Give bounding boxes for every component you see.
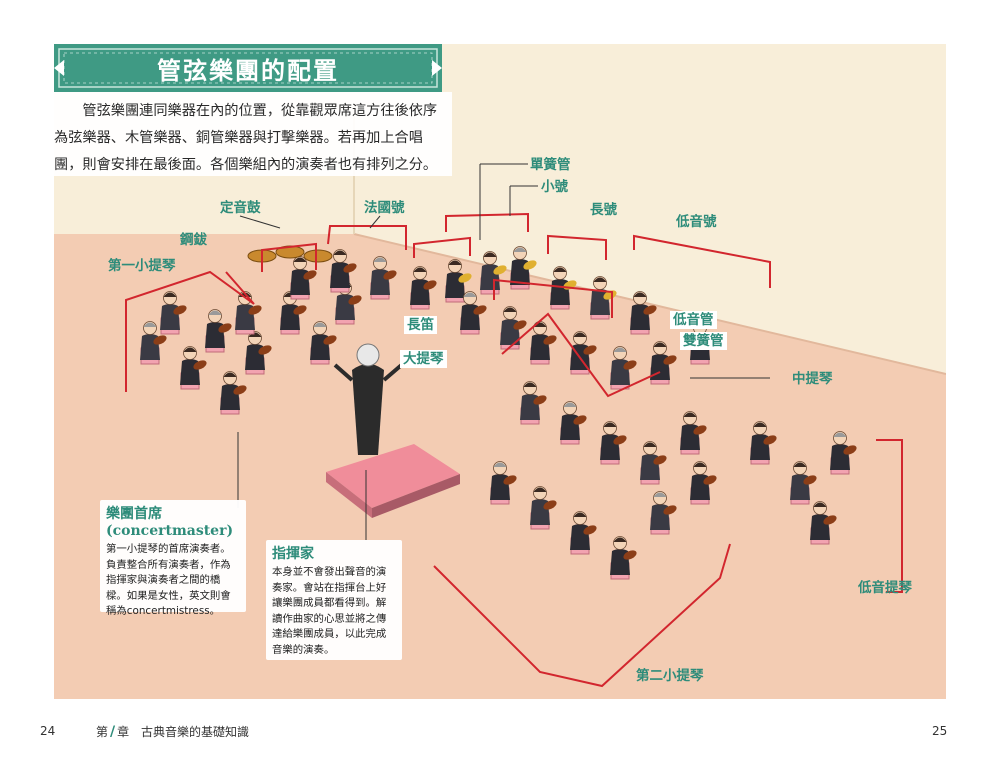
label-double-bass: 低音提琴 — [858, 580, 912, 596]
label-flute: 長笛 — [404, 316, 437, 334]
concertmaster-title: 樂團首席 — [106, 506, 162, 522]
musician-figure — [245, 331, 272, 375]
bracket-tuba — [633, 234, 771, 288]
musician-figure — [160, 291, 187, 335]
label-trumpet: 小號 — [541, 179, 568, 195]
musician-figure — [510, 246, 537, 290]
bracket-woodwind-back — [413, 236, 471, 258]
concertmaster-subtitle: (concertmaster) — [106, 523, 234, 539]
left-page-number: 24 — [40, 724, 56, 738]
musician-figure — [680, 411, 707, 455]
musician-figure — [560, 401, 587, 445]
musician-figure — [280, 291, 307, 335]
label-horn: 法國號 — [364, 200, 405, 216]
musician-figure — [610, 536, 637, 580]
label-first-violin: 第一小提琴 — [108, 258, 176, 274]
musician-figure — [610, 346, 637, 390]
musician-figure — [180, 346, 207, 390]
bracket-trombone — [547, 234, 607, 260]
bracket-second-violin — [433, 543, 731, 688]
concertmaster-note: 樂團首席 (concertmaster) 第一小提琴的首席演奏者。負責整合所有演… — [100, 500, 246, 617]
musician-figure — [310, 321, 337, 365]
musician-figure — [590, 276, 617, 320]
bracket-double-bass — [876, 439, 903, 593]
musician-figure — [500, 306, 527, 350]
intro-paragraph: 管弦樂團連同樂器在內的位置，從靠觀眾席這方往後依序為弦樂器、木管樂器、銅管樂器與… — [54, 94, 444, 179]
musician-figure — [220, 371, 247, 415]
bracket-viola — [501, 312, 661, 398]
bracket-trumpet — [445, 212, 529, 232]
musician-figure — [520, 381, 547, 425]
musician-figure — [690, 461, 717, 505]
label-second-violin: 第二小提琴 — [636, 668, 704, 684]
musician-figure — [445, 259, 472, 303]
podium — [326, 444, 460, 508]
label-bassoon: 低音管 — [670, 311, 717, 329]
concertmaster-body: 第一小提琴的首席演奏者。負責整合所有演奏者，作為指揮家與演奏者之間的橋樑。如果是… — [106, 543, 231, 617]
intro-background — [54, 92, 452, 176]
conductor-title: 指揮家 — [272, 546, 314, 562]
right-page-number: 25 — [932, 724, 948, 738]
bracket-flute-oboe — [493, 278, 613, 318]
musician-figure — [290, 256, 317, 300]
conductor-body: 本身並不會發出聲音的演奏家。會站在指揮台上好讓樂團成員都看得到。解讀作曲家的心思… — [272, 566, 387, 656]
intro-text: 管弦樂團連同樂器在內的位置，從靠觀眾席這方往後依序為弦樂器、木管樂器、銅管樂器與… — [54, 103, 438, 173]
bracket-horn — [327, 225, 407, 250]
chapter-slash: / — [110, 724, 116, 740]
chapter-title: 古典音樂的基礎知識 — [140, 725, 249, 739]
musician-figure — [570, 511, 597, 555]
musician-figure — [830, 431, 857, 475]
musician-figure — [650, 491, 677, 535]
musician-figure — [370, 256, 397, 300]
label-timpani: 定音鼓 — [220, 200, 261, 216]
bracket-first-violin — [125, 270, 255, 392]
timpani-drum — [303, 249, 333, 263]
chapter-suffix: 章 — [117, 725, 130, 739]
musician-figure — [410, 266, 437, 310]
page-title: 管弦樂團的配置 — [157, 55, 339, 85]
bracket-timpani — [261, 242, 317, 272]
musician-figure — [630, 291, 657, 335]
musician-figure — [490, 461, 517, 505]
label-oboe: 雙簧管 — [680, 332, 727, 350]
conductor-figure — [333, 343, 407, 455]
label-cymbals: 鋼鈸 — [180, 232, 207, 248]
title-banner — [54, 44, 442, 92]
label-harp: 大提琴 — [400, 350, 447, 368]
musician-figure — [640, 441, 667, 485]
chapter-prefix: 第 — [96, 725, 109, 739]
conductor-note: 指揮家 本身並不會發出聲音的演奏家。會站在指揮台上好讓樂團成員都看得到。解讀作曲… — [266, 540, 402, 660]
label-viola: 中提琴 — [792, 371, 833, 387]
label-trombone: 長號 — [590, 202, 617, 218]
musician-figure — [460, 291, 487, 335]
label-clarinet: 單簧管 — [530, 157, 571, 173]
musician-figure — [205, 309, 232, 353]
chapter-running-head: 第/章 古典音樂的基礎知識 — [96, 723, 249, 740]
musician-figure — [330, 249, 357, 293]
musician-figure — [750, 421, 777, 465]
musician-figure — [140, 321, 167, 365]
musician-figure — [600, 421, 627, 465]
label-tuba: 低音號 — [676, 214, 717, 230]
musician-figure — [790, 461, 817, 505]
musician-figure — [810, 501, 837, 545]
musician-figure — [530, 486, 557, 530]
